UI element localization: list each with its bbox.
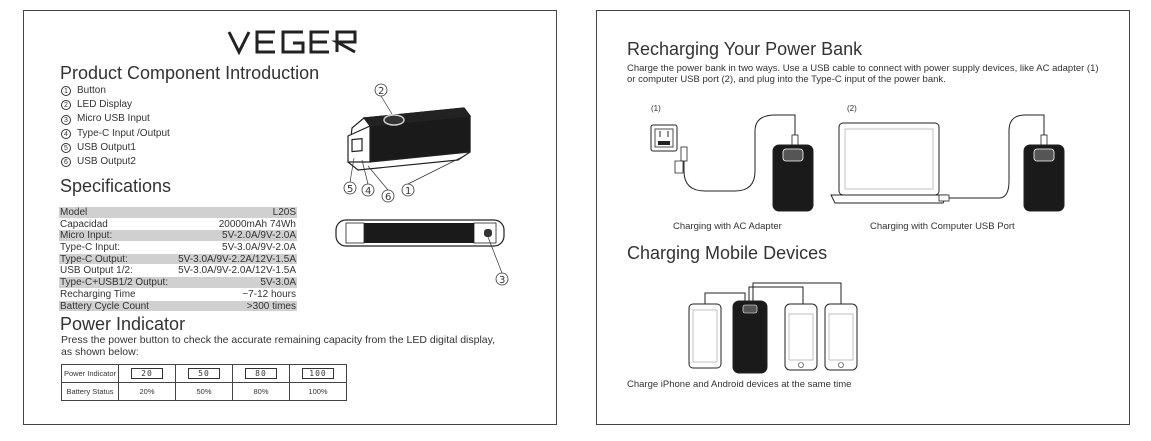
callout-1: 1: [405, 186, 411, 197]
mobile-charging-illustration: [688, 282, 858, 374]
spec-value: 5V-3.0A/9V-2.2A/12V-1.5A: [178, 253, 296, 265]
spec-value: L20S: [272, 207, 296, 218]
table-cell: 50: [175, 364, 233, 383]
power-title: Power Indicator: [60, 314, 186, 334]
callout-2: 2: [378, 86, 384, 97]
number-circle: 5: [61, 142, 71, 153]
callout-3: 3: [499, 275, 505, 286]
component-label: USB Output1: [77, 141, 136, 153]
spec-key: Battery Cycle Count: [60, 300, 149, 312]
table-row: Battery Status 20% 50% 80% 100%: [61, 382, 347, 401]
power-indicator-table: Power Indicator 20 50 80 100 Battery Sta…: [61, 364, 347, 401]
led-display: 100: [302, 368, 334, 379]
component-label: USB Output2: [77, 156, 136, 168]
spec-value: 5V-3.0A/9V-2.0A: [222, 242, 296, 254]
component-title: Product Component Introduction: [60, 63, 320, 83]
component-label: Type-C Input /Output: [77, 127, 170, 139]
label-2: (2): [847, 104, 857, 113]
ac-adapter-illustration: [650, 114, 814, 212]
table-cell: 100: [289, 364, 347, 383]
table-row: Recharging Time ~7-12 hours: [59, 289, 297, 301]
list-item: 6 USB Output2: [61, 155, 170, 169]
table-row: Capacidad 20000mAh 74Wh: [59, 219, 297, 231]
veger-logo: [227, 30, 357, 56]
table-cell: 50%: [175, 382, 233, 401]
table-cell: 100%: [289, 382, 347, 401]
table-row: Type-C Input: 5V-3.0A/9V-2.0A: [59, 242, 297, 254]
table-row: Type-C Output: 5V-3.0A/9V-2.2A/12V-1.5A: [59, 253, 297, 266]
list-item: 1 Button: [61, 84, 170, 98]
spec-key: Micro Input:: [60, 230, 113, 242]
spec-title: Specifications: [60, 176, 172, 196]
caption-computer-usb: Charging with Computer USB Port: [870, 221, 1015, 232]
table-row: USB Output 1/2: 5V-3.0A/9V-2.0A/12V-1.5A: [59, 265, 297, 278]
callout-6: 6: [385, 192, 391, 203]
table-cell: 80%: [232, 382, 290, 401]
list-item: 2 LED Display: [61, 98, 170, 112]
component-label: Button: [77, 85, 106, 96]
spec-key: Recharging Time: [60, 288, 136, 300]
spec-table: Model L20S Capacidad 20000mAh 74Wh Micro I…: [59, 207, 297, 313]
caption-ac-adapter: Charging with AC Adapter: [673, 221, 782, 232]
number-circle: 4: [61, 128, 71, 139]
left-page: Product Component Introduction 1 Button 2…: [23, 10, 557, 425]
recharge-title: Recharging Your Power Bank: [627, 39, 863, 59]
led-display: 50: [188, 368, 220, 379]
spec-value: >300 times: [246, 300, 296, 312]
number-circle: 6: [61, 157, 71, 168]
spec-value: 5V-3.0A/9V-2.0A/12V-1.5A: [178, 265, 296, 277]
list-item: 3 Micro USB Input: [61, 112, 170, 126]
list-item: 5 USB Output1: [61, 141, 170, 155]
spec-value: 5V-2.0A/9V-2.0A: [222, 230, 296, 242]
power-bank-side-view: 3: [335, 219, 509, 286]
component-label: Micro USB Input: [77, 113, 150, 125]
number-circle: 1: [61, 86, 71, 97]
laptop-illustration: [830, 114, 1065, 212]
table-cell: 20: [118, 364, 176, 383]
spec-key: Type-C Input:: [60, 242, 121, 254]
led-display: 20: [131, 368, 163, 379]
right-page: Recharging Your Power Bank Charge the po…: [596, 10, 1130, 425]
led-display: 80: [245, 368, 277, 379]
power-text: Press the power button to check the accu…: [61, 334, 496, 358]
spec-value: 5V-3.0A: [260, 277, 296, 289]
spec-key: Type-C+USB1/2 Output:: [60, 277, 169, 289]
table-row: Model L20S: [59, 207, 297, 219]
table-row: Power Indicator 20 50 80 100: [61, 364, 347, 383]
table-cell: 80: [232, 364, 290, 383]
spec-value: 20000mAh 74Wh: [218, 218, 296, 230]
callout-4: 4: [365, 186, 371, 197]
mobile-caption: Charge iPhone and Android devices at the…: [627, 379, 852, 390]
table-cell: Battery Status: [61, 382, 119, 401]
table-cell: Power Indicator: [61, 364, 119, 383]
mobile-title: Charging Mobile Devices: [627, 243, 828, 263]
table-row: Micro Input: 5V-2.0A/9V-2.0A: [59, 230, 297, 243]
number-circle: 2: [61, 100, 71, 111]
callout-5: 5: [347, 184, 353, 195]
spec-value: ~7-12 hours: [242, 288, 296, 300]
recharge-text: Charge the power bank in two ways. Use a…: [627, 63, 1099, 85]
spec-key: Type-C Output:: [60, 253, 128, 265]
component-label: LED Display: [77, 99, 133, 111]
spec-key: Model: [60, 207, 88, 218]
power-bank-illustration: 2 5 4 6 1: [343, 83, 472, 203]
table-row: Battery Cycle Count >300 times: [59, 300, 297, 313]
list-item: 4 Type-C Input /Output: [61, 127, 170, 141]
table-row: Type-C+USB1/2 Output: 5V-3.0A: [59, 277, 297, 289]
number-circle: 3: [61, 114, 71, 125]
spec-key: USB Output 1/2:: [60, 265, 133, 277]
spec-key: Capacidad: [60, 218, 108, 230]
table-cell: 20%: [118, 382, 176, 401]
label-1: (1): [651, 104, 661, 113]
